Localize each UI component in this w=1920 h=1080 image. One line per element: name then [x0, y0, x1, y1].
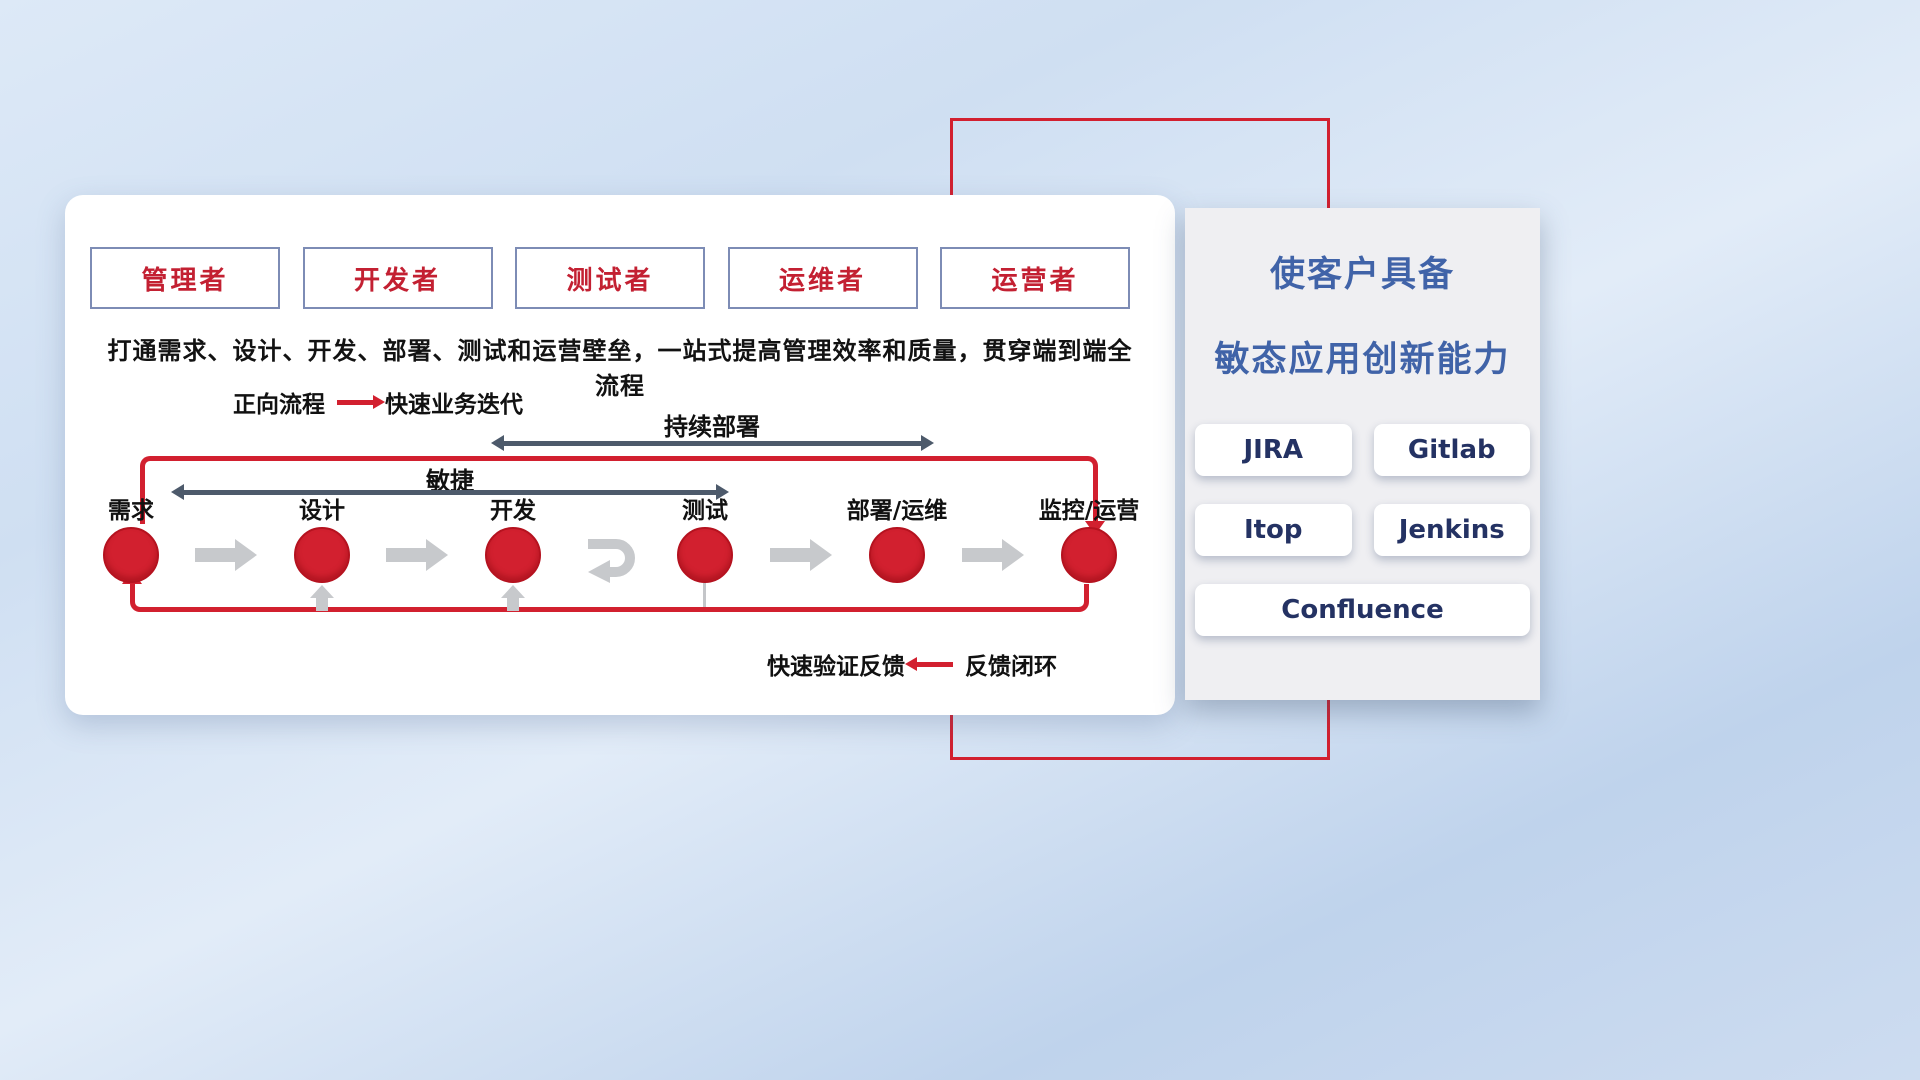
roles-row: 管理者 开发者 测试者 运维者 运营者	[90, 247, 1130, 309]
tool-gitlab: Gitlab	[1373, 424, 1530, 476]
forward-arrow-icon	[337, 394, 385, 409]
tool-confluence: Confluence	[1195, 584, 1530, 636]
role-box-business-ops: 运营者	[940, 247, 1130, 309]
forward-loop-line	[140, 456, 1098, 524]
role-label-tester: 测试者	[566, 265, 654, 296]
flow-node-design: 设计	[252, 497, 392, 583]
feedback-loop-line	[130, 584, 1089, 612]
tool-list: JIRA Gitlab Itop Jenkins Confluence	[1195, 424, 1530, 636]
role-box-operations: 运维者	[727, 247, 918, 309]
flow-node-label-requirements: 需求	[108, 498, 154, 524]
flow-node-label-monitor-ops: 监控/运营	[1038, 498, 1140, 524]
devops-flow-card: 管理者 开发者 测试者 运维者 运营者 打通需求、设计、开发、部署、测试和运营壁…	[65, 195, 1175, 715]
role-label-business-ops: 运营者	[991, 265, 1079, 296]
tool-row: JIRA Gitlab	[1195, 424, 1530, 476]
flow-node-circle-design	[294, 527, 350, 583]
feedback-legend-label: 反馈闭环	[965, 654, 1057, 680]
flow-node-testing: 测试	[635, 497, 775, 583]
flow-node-circle-monitor-ops	[1061, 527, 1117, 583]
flow-node-label-design: 设计	[299, 498, 345, 524]
role-box-manager: 管理者	[90, 247, 280, 309]
tool-jira: JIRA	[1195, 424, 1352, 476]
testing-feedback-connector	[703, 583, 706, 609]
role-label-developer: 开发者	[353, 265, 441, 296]
continuous-deployment-double-arrow-icon	[491, 435, 934, 451]
flow-node-circle-testing	[677, 527, 733, 583]
role-box-developer: 开发者	[302, 247, 493, 309]
panel-title-line2: 敏态应用创新能力	[1214, 340, 1511, 380]
flow-node-requirements: 需求	[61, 497, 201, 583]
feedback-legend-value: 快速验证反馈	[767, 654, 905, 680]
flow-arrow-icon	[962, 539, 1024, 571]
description-text: 打通需求、设计、开发、部署、测试和运营壁垒，一站式提高管理效率和质量，贯穿端到端…	[107, 337, 1133, 400]
feedback-up-arrow-icon	[501, 585, 525, 611]
flow-node-circle-requirements	[103, 527, 159, 583]
feedback-legend: 快速验证反馈 反馈闭环	[767, 647, 1057, 681]
tool-row: Confluence	[1195, 584, 1530, 636]
tool-jenkins: Jenkins	[1373, 504, 1530, 556]
continuous-deployment-label: 持续部署	[664, 413, 760, 441]
agile-double-arrow-icon	[171, 484, 729, 500]
panel-title-line1: 使客户具备	[1269, 255, 1455, 295]
tool-row: Itop Jenkins	[1195, 504, 1530, 556]
flow-node-circle-deploy-ops	[869, 527, 925, 583]
capability-panel: 使客户具备 敏态应用创新能力 JIRA Gitlab Itop Jenkins …	[1185, 208, 1540, 700]
flow-node-label-development: 开发	[490, 498, 536, 524]
iterate-uturn-arrow-icon	[588, 539, 635, 583]
flow-node-development: 开发	[443, 497, 583, 583]
flow-node-label-testing: 测试	[682, 498, 728, 524]
feedback-up-arrow-icon	[310, 585, 334, 611]
flow-arrow-icon	[770, 539, 832, 571]
feedback-arrow-icon	[905, 656, 953, 671]
flow-node-circle-development	[485, 527, 541, 583]
role-label-operations: 运维者	[778, 265, 866, 296]
flow-node-label-deploy-ops: 部署/运维	[846, 498, 948, 524]
role-label-manager: 管理者	[141, 265, 229, 296]
forward-legend-value: 快速业务迭代	[385, 392, 523, 418]
role-box-tester: 测试者	[515, 247, 705, 309]
flow-arrow-icon	[386, 539, 448, 571]
flow-node-deploy-ops: 部署/运维	[827, 497, 967, 583]
flow-node-monitor-ops: 监控/运营	[1019, 497, 1159, 583]
flow-arrow-icon	[195, 539, 257, 571]
forward-legend: 正向流程 快速业务迭代	[233, 385, 523, 419]
forward-legend-label: 正向流程	[233, 392, 325, 418]
tool-itop: Itop	[1195, 504, 1352, 556]
